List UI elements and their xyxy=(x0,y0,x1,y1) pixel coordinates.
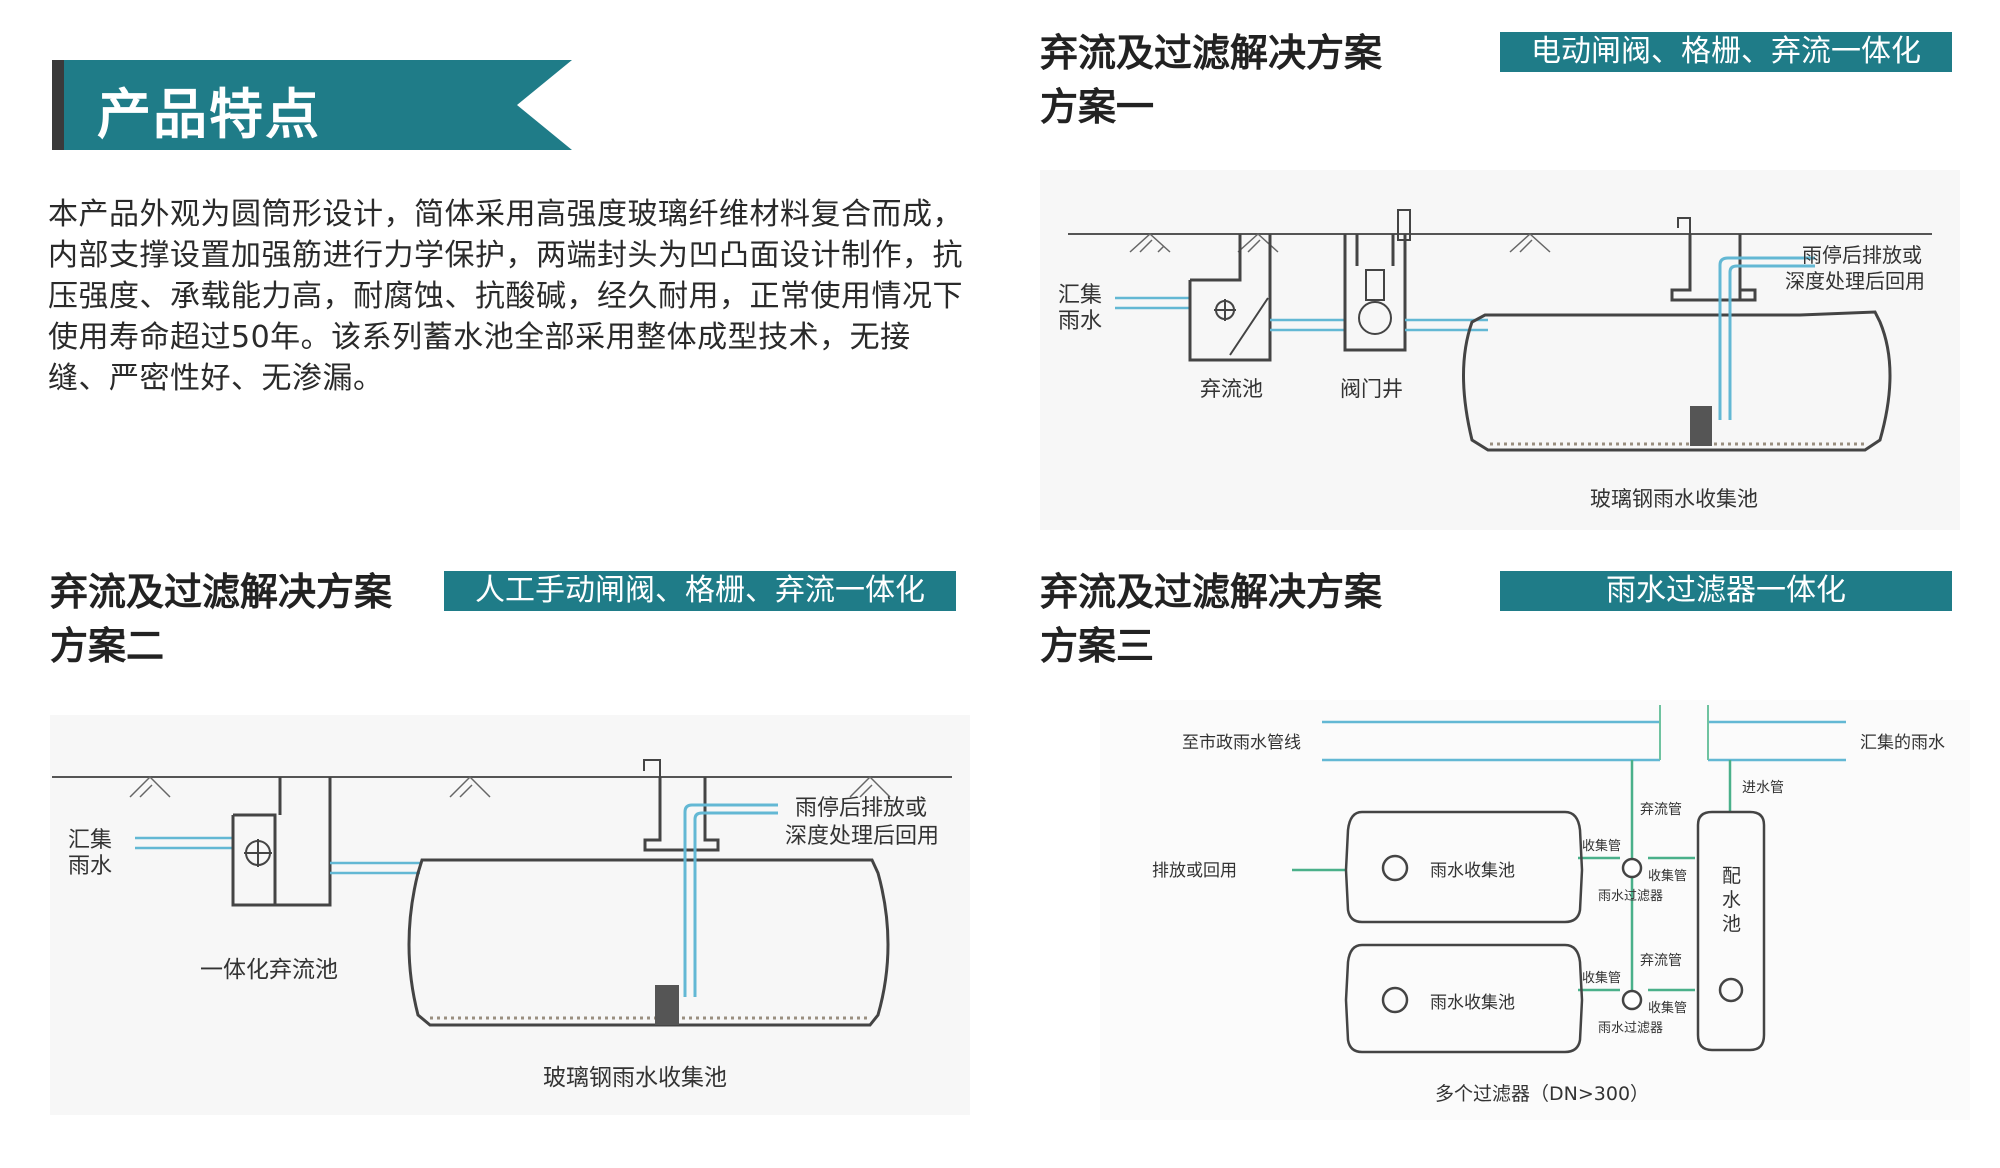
diversion-tank xyxy=(1188,234,1272,362)
label-distribution-3: 池 xyxy=(1722,913,1741,935)
label-tank-1: 雨水收集池 xyxy=(1430,861,1515,881)
plan1-title: 弃流及过滤解决方案 xyxy=(1040,31,1383,75)
label-outflow-2: 深度处理后回用 xyxy=(1785,269,1925,293)
plan1-tag: 电动闸阀、格栅、弃流一体化 xyxy=(1500,32,1952,72)
collection-tank xyxy=(1462,310,1892,452)
plan3-tag: 雨水过滤器一体化 xyxy=(1500,571,1952,611)
banner-title: 产品特点 xyxy=(97,83,321,146)
section-banner: 产品特点 xyxy=(52,60,572,150)
label-inlet-pipe: 进水管 xyxy=(1742,780,1784,796)
label-diversion-pipe-2: 弃流管 xyxy=(1640,953,1682,969)
label-collect-pipe-b2: 收集管 xyxy=(1648,1000,1687,1016)
label-distribution-2: 水 xyxy=(1722,889,1741,911)
label-filter-1: 雨水过滤器 xyxy=(1598,889,1663,904)
integrated-diversion-tank xyxy=(231,777,332,907)
plan2-diagram: 汇集 雨水 一体化弃流池 雨停后排放或 深度处理后回用 玻璃钢雨水收集池 xyxy=(50,715,970,1115)
pump-icon xyxy=(1690,406,1712,446)
label-inflow-1: 汇集 xyxy=(68,828,112,853)
label-inflow-2: 雨水 xyxy=(68,854,112,879)
riser xyxy=(1670,217,1757,302)
label-inflow-2: 雨水 xyxy=(1058,309,1102,334)
label-diversion-pipe-1: 弃流管 xyxy=(1640,802,1682,818)
ground-hatch xyxy=(129,775,891,798)
label-collected-rain: 汇集的雨水 xyxy=(1860,733,1945,753)
label-integrated-tank: 一体化弃流池 xyxy=(200,957,338,983)
label-outflow-1: 雨停后排放或 xyxy=(1802,243,1922,267)
label-municipal: 至市政雨水管线 xyxy=(1182,733,1301,753)
plan3-title: 弃流及过滤解决方案 xyxy=(1040,570,1383,614)
label-collect-pipe-b1: 收集管 xyxy=(1648,868,1687,884)
distribution-tank xyxy=(1696,810,1766,1052)
valve-well xyxy=(1343,209,1411,352)
plan3-subtitle: 方案三 xyxy=(1040,624,1155,668)
banner-shape xyxy=(52,60,572,150)
label-collection-tank: 玻璃钢雨水收集池 xyxy=(543,1065,727,1091)
label-valve-well: 阀门井 xyxy=(1340,377,1403,401)
label-discharge: 排放或回用 xyxy=(1152,861,1237,881)
filter-icon xyxy=(1621,857,1643,1011)
label-diversion-tank: 弃流池 xyxy=(1200,377,1263,401)
label-tank-2: 雨水收集池 xyxy=(1430,993,1515,1013)
plan3-diagram: 至市政雨水管线 汇集的雨水 进水管 弃流管 弃流管 排放或回用 雨水收集池 雨水… xyxy=(1100,700,1970,1120)
label-outflow-2: 深度处理后回用 xyxy=(785,824,939,849)
riser xyxy=(643,759,720,852)
pump-icon xyxy=(655,985,679,1025)
plan2-subtitle: 方案二 xyxy=(50,624,165,668)
collection-tanks xyxy=(1344,810,1584,1054)
label-filter-2: 雨水过滤器 xyxy=(1598,1021,1663,1036)
label-collection-tank: 玻璃钢雨水收集池 xyxy=(1590,487,1758,511)
label-distribution-1: 配 xyxy=(1722,865,1741,887)
plan2-tag: 人工手动闸阀、格栅、弃流一体化 xyxy=(444,571,956,611)
intro-paragraph: 本产品外观为圆筒形设计，简体采用高强度玻璃纤维材料复合而成，内部支撑设置加强筋进… xyxy=(48,197,963,396)
plan1-subtitle: 方案一 xyxy=(1040,85,1155,129)
feed-lines xyxy=(1292,760,1732,1010)
ground-hatch xyxy=(1129,232,1551,253)
label-inflow-1: 汇集 xyxy=(1058,283,1102,308)
plan1-diagram: 汇集 雨水 弃流池 阀门井 雨停后排放或 深度处理后回用 玻璃钢雨水收集池 xyxy=(1040,170,1960,530)
plan2-title: 弃流及过滤解决方案 xyxy=(50,570,393,614)
label-collect-pipe-a2: 收集管 xyxy=(1582,970,1621,986)
label-collect-pipe-a1: 收集管 xyxy=(1582,838,1621,854)
label-caption: 多个过滤器（DN>300） xyxy=(1435,1083,1649,1105)
collection-tank xyxy=(407,858,890,1027)
label-outflow-1: 雨停后排放或 xyxy=(795,796,927,821)
